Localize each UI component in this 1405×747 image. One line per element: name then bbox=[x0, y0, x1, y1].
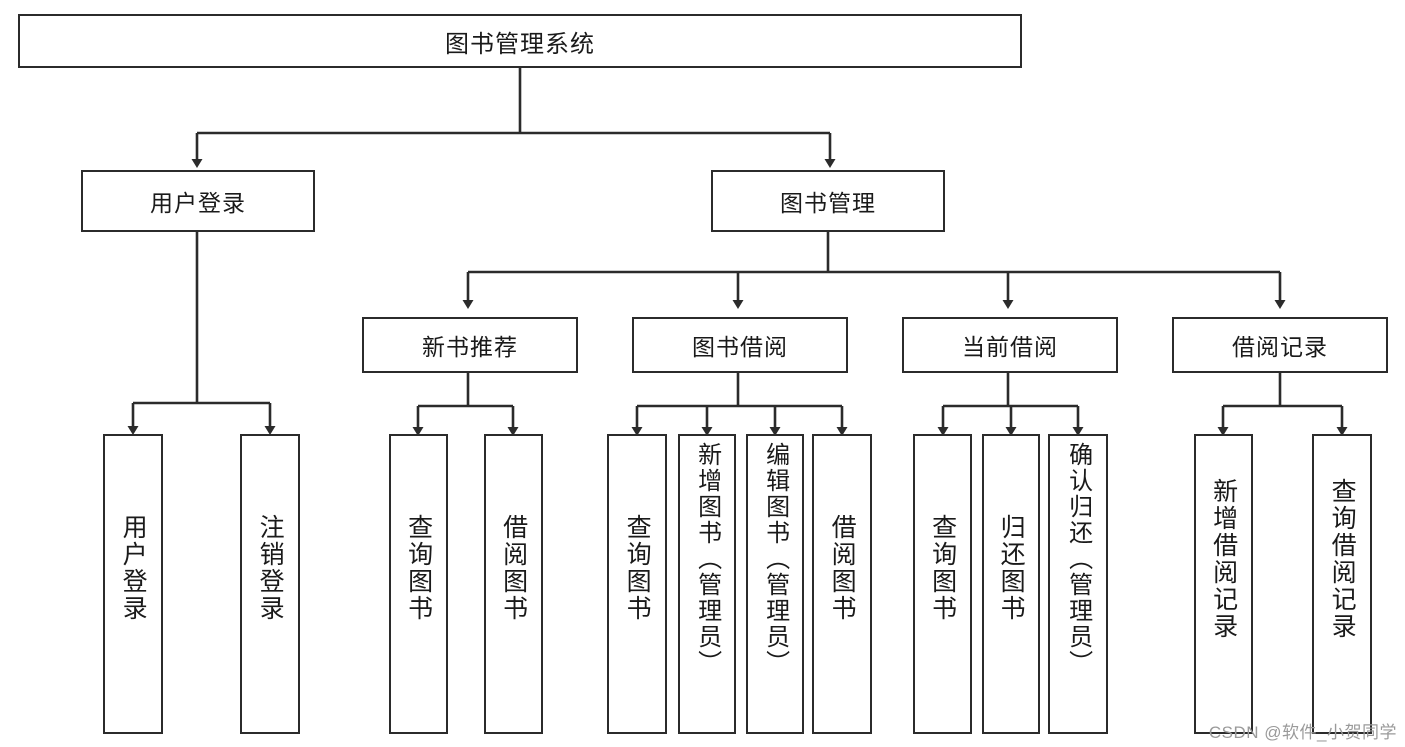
leaf-book-borrow-edit[interactable]: 编辑图书（管理员） bbox=[746, 434, 804, 734]
node-borrow-record[interactable]: 借阅记录 bbox=[1172, 317, 1388, 373]
node-new-book-recommend[interactable]: 新书推荐 bbox=[362, 317, 578, 373]
leaf-current-borrow-query[interactable]: 查询图书 bbox=[913, 434, 972, 734]
leaf-label: 归还图书 bbox=[997, 514, 1026, 622]
leaf-label: 新增借阅记录 bbox=[1209, 478, 1238, 640]
node-current-borrow[interactable]: 当前借阅 bbox=[902, 317, 1118, 373]
leaf-label: 编辑图书（管理员） bbox=[761, 442, 789, 676]
node-label: 借阅记录 bbox=[1232, 334, 1328, 360]
leaf-label: 查询图书 bbox=[928, 514, 957, 622]
node-label: 用户登录 bbox=[150, 190, 246, 216]
leaf-label: 查询借阅记录 bbox=[1328, 478, 1357, 640]
leaf-label: 确认归还（管理员） bbox=[1064, 442, 1092, 676]
node-user-login[interactable]: 用户登录 bbox=[81, 170, 315, 232]
leaf-borrow-record-add[interactable]: 新增借阅记录 bbox=[1194, 434, 1253, 734]
leaf-book-borrow-add[interactable]: 新增图书（管理员） bbox=[678, 434, 736, 734]
leaf-current-borrow-confirm[interactable]: 确认归还（管理员） bbox=[1048, 434, 1108, 734]
leaf-user-login-signin[interactable]: 用户登录 bbox=[103, 434, 163, 734]
leaf-new-book-borrow[interactable]: 借阅图书 bbox=[484, 434, 543, 734]
leaf-book-borrow-query[interactable]: 查询图书 bbox=[607, 434, 667, 734]
leaf-label: 查询图书 bbox=[623, 514, 652, 622]
csdn-watermark: CSDN @软件_小贺同学 bbox=[1208, 723, 1397, 742]
node-label: 图书借阅 bbox=[692, 334, 788, 360]
leaf-user-login-signout[interactable]: 注销登录 bbox=[240, 434, 300, 734]
node-book-borrow[interactable]: 图书借阅 bbox=[632, 317, 848, 373]
leaf-label: 借阅图书 bbox=[499, 514, 528, 622]
leaf-label: 新增图书（管理员） bbox=[693, 442, 721, 676]
node-label: 图书管理 bbox=[780, 190, 876, 216]
leaf-new-book-query[interactable]: 查询图书 bbox=[389, 434, 448, 734]
leaf-current-borrow-return[interactable]: 归还图书 bbox=[982, 434, 1040, 734]
node-label: 图书管理系统 bbox=[445, 30, 595, 58]
node-label: 新书推荐 bbox=[422, 334, 518, 360]
leaf-label: 用户登录 bbox=[119, 514, 148, 622]
leaf-book-borrow-borrow[interactable]: 借阅图书 bbox=[812, 434, 872, 734]
node-label: 当前借阅 bbox=[962, 334, 1058, 360]
leaf-label: 注销登录 bbox=[256, 514, 285, 622]
leaf-borrow-record-query[interactable]: 查询借阅记录 bbox=[1312, 434, 1372, 734]
leaf-label: 查询图书 bbox=[404, 514, 433, 622]
leaf-label: 借阅图书 bbox=[828, 514, 857, 622]
node-root-system[interactable]: 图书管理系统 bbox=[18, 14, 1022, 68]
node-book-management[interactable]: 图书管理 bbox=[711, 170, 945, 232]
